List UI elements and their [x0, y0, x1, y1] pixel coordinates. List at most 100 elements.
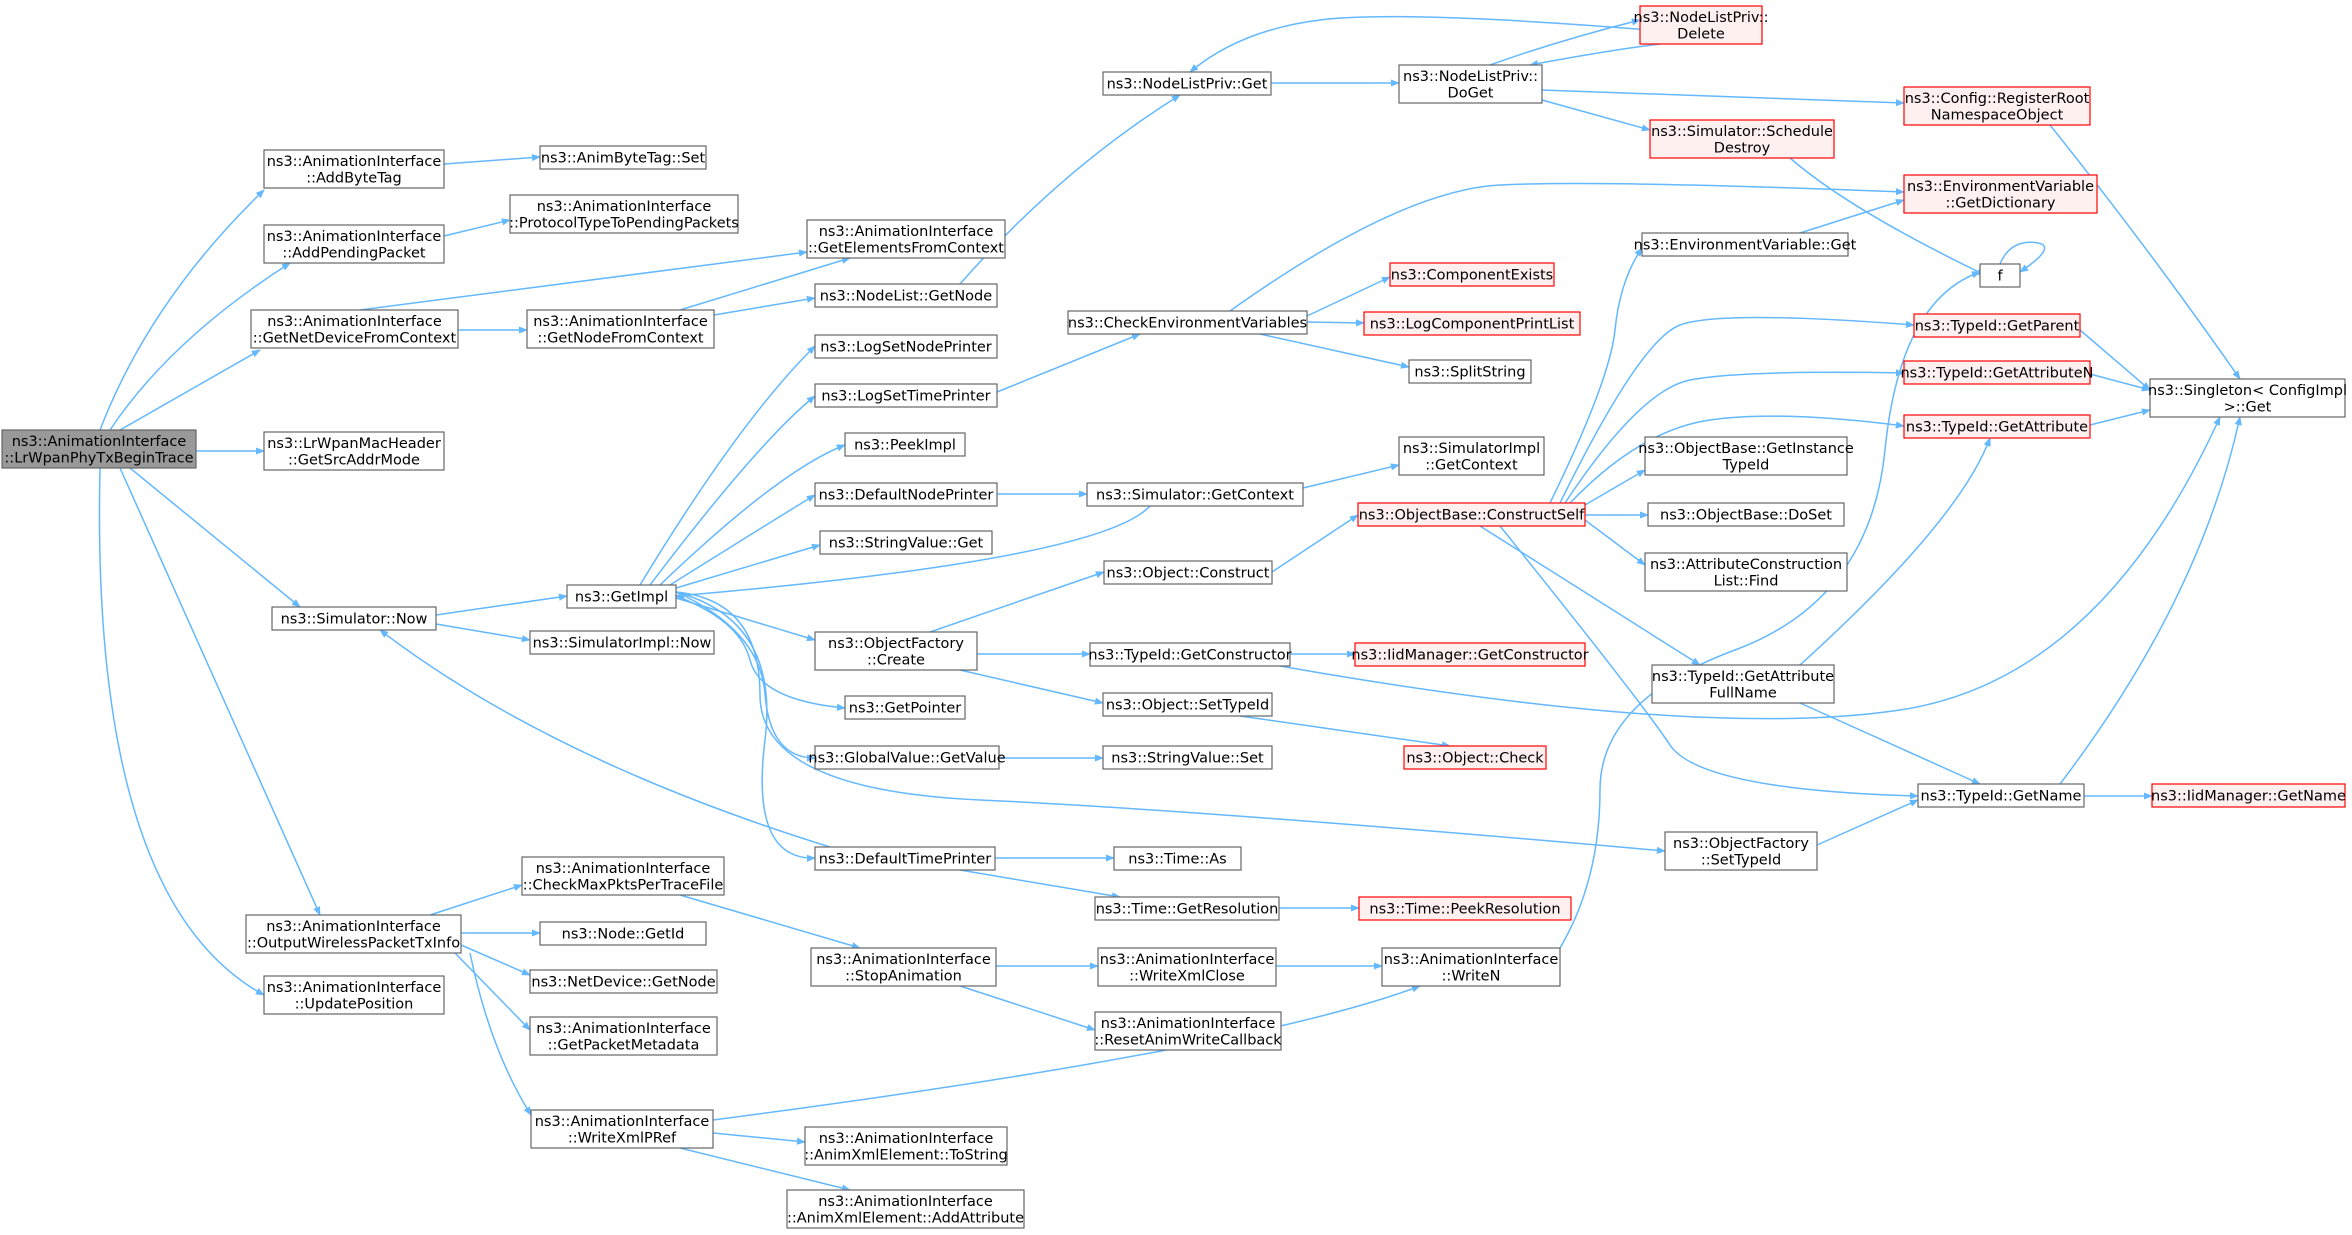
- node-objectSetTypeId[interactable]: ns3::Object::SetTypeId: [1102, 692, 1273, 717]
- edge-outputWirelessPacketTxInfo-to-writeXmlPRef: [469, 952, 532, 1116]
- edge-typeIdGetAttributeFullName-to-typeIdGetName: [1799, 702, 1981, 785]
- node-nodeListGetNode[interactable]: ns3::NodeList::GetNode: [814, 283, 998, 308]
- node-box: [1649, 119, 1835, 159]
- node-f[interactable]: f: [1979, 263, 2021, 288]
- node-envVarGetDictionary[interactable]: ns3::EnvironmentVariable::GetDictionary: [1903, 174, 2098, 214]
- node-componentExists[interactable]: ns3::ComponentExists: [1389, 262, 1555, 287]
- node-defaultTimePrinter[interactable]: ns3::DefaultTimePrinter: [814, 846, 996, 871]
- node-envVarGet[interactable]: ns3::EnvironmentVariable::Get: [1634, 232, 1857, 257]
- node-label: ::SetTypeId: [1701, 852, 1781, 868]
- node-splitString[interactable]: ns3::SplitString: [1408, 359, 1532, 384]
- node-objectCheck[interactable]: ns3::Object::Check: [1403, 745, 1547, 770]
- node-box: [1357, 502, 1586, 527]
- node-box: [1389, 262, 1555, 287]
- node-timeGetResolution[interactable]: ns3::Time::GetResolution: [1094, 896, 1280, 921]
- node-timePeekResolution[interactable]: ns3::Time::PeekResolution: [1358, 896, 1572, 921]
- node-outputWirelessPacketTxInfo[interactable]: ns3::AnimationInterface::OutputWirelessP…: [245, 914, 462, 954]
- node-label: ns3::LogComponentPrintList: [1370, 317, 1575, 333]
- node-simulatorGetContext[interactable]: ns3::Simulator::GetContext: [1086, 482, 1304, 507]
- node-simulatorImplGetContext[interactable]: ns3::SimulatorImpl::GetContext: [1398, 436, 1545, 476]
- node-addPendingPacket[interactable]: ns3::AnimationInterface::AddPendingPacke…: [263, 224, 445, 264]
- edge-objectFactoryCreate-to-objectSetTypeId: [959, 669, 1104, 705]
- node-stopAnimation[interactable]: ns3::AnimationInterface::StopAnimation: [810, 947, 997, 987]
- node-nodeGetId[interactable]: ns3::Node::GetId: [539, 921, 707, 946]
- node-defaultNodePrinter[interactable]: ns3::DefaultNodePrinter: [814, 482, 998, 507]
- node-label: ::GetNodeFromContext: [537, 330, 703, 346]
- edge-nodeListPrivDoGet-to-simulatorScheduleDestroy: [1541, 99, 1651, 132]
- node-label: ns3::GlobalValue::GetValue: [808, 751, 1005, 767]
- node-globalValueGetValue[interactable]: ns3::GlobalValue::GetValue: [808, 745, 1006, 770]
- node-timeAs[interactable]: ns3::Time::As: [1113, 846, 1242, 871]
- node-label: ns3::DefaultNodePrinter: [819, 488, 994, 504]
- node-objectConstruct[interactable]: ns3::Object::Construct: [1103, 560, 1273, 585]
- node-box: [2149, 378, 2346, 418]
- node-netDeviceGetNode[interactable]: ns3::NetDevice::GetNode: [529, 969, 718, 994]
- node-box: [806, 219, 1006, 259]
- node-nodeListPrivDoGet[interactable]: ns3::NodeListPriv::DoGet: [1398, 64, 1543, 104]
- node-logComponentPrintList[interactable]: ns3::LogComponentPrintList: [1363, 311, 1581, 336]
- node-typeIdGetAttributeN[interactable]: ns3::TypeId::GetAttributeN: [1900, 360, 2094, 385]
- node-getPacketMetadata[interactable]: ns3::AnimationInterface::GetPacketMetada…: [529, 1016, 718, 1056]
- edge-objectBaseConstructSelf-to-attrConstructionListFind: [1584, 519, 1646, 566]
- node-typeIdGetName[interactable]: ns3::TypeId::GetName: [1917, 783, 2085, 808]
- node-checkMaxPkts[interactable]: ns3::AnimationInterface::CheckMaxPktsPer…: [521, 856, 725, 896]
- node-lrWpanGetSrcAddrMode[interactable]: ns3::LrWpanMacHeader::GetSrcAddrMode: [263, 431, 445, 471]
- node-label: ns3::Simulator::GetContext: [1096, 488, 1294, 504]
- node-singletonGet[interactable]: ns3::Singleton< ConfigImpl >::Get: [2148, 378, 2347, 418]
- edge-root-to-getNetDeviceFromContext: [119, 349, 261, 431]
- node-getImpl[interactable]: ns3::GetImpl: [566, 584, 677, 609]
- node-typeIdGetConstructor[interactable]: ns3::TypeId::GetConstructor: [1088, 642, 1292, 667]
- node-logSetNodePrinter[interactable]: ns3::LogSetNodePrinter: [814, 334, 998, 359]
- node-writeXmlClose[interactable]: ns3::AnimationInterface::WriteXmlClose: [1097, 947, 1277, 987]
- node-objectBaseDoSet[interactable]: ns3::ObjectBase::DoSet: [1647, 502, 1845, 527]
- edge-getImpl-to-peekImpl: [659, 444, 846, 586]
- node-stringValueGet[interactable]: ns3::StringValue::Get: [819, 530, 993, 555]
- node-objectFactorySetTypeId[interactable]: ns3::ObjectFactory::SetTypeId: [1664, 831, 1818, 871]
- node-iidManagerGetConstructor[interactable]: ns3::IidManager::GetConstructor: [1351, 642, 1589, 667]
- node-animByteTagSet[interactable]: ns3::AnimByteTag::Set: [539, 145, 707, 170]
- node-addByteTag[interactable]: ns3::AnimationInterface::AddByteTag: [263, 149, 445, 189]
- node-box: [521, 856, 725, 896]
- node-logSetTimePrinter[interactable]: ns3::LogSetTimePrinter: [814, 383, 998, 408]
- node-animXmlAddAttribute[interactable]: ns3::AnimationInterface::AnimXmlElement:…: [786, 1189, 1025, 1229]
- node-resetAnimWriteCallback[interactable]: ns3::AnimationInterface::ResetAnimWriteC…: [1094, 1011, 1282, 1051]
- node-stringValueSet[interactable]: ns3::StringValue::Set: [1102, 745, 1273, 770]
- node-nodeListPrivGet[interactable]: ns3::NodeListPriv::Get: [1102, 71, 1272, 96]
- node-simulatorNow[interactable]: ns3::Simulator::Now: [271, 606, 437, 631]
- node-getNetDeviceFromContext[interactable]: ns3::AnimationInterface::GetNetDeviceFro…: [250, 309, 459, 349]
- node-label: ns3::StringValue::Get: [829, 536, 984, 552]
- node-objectBaseConstructSelf[interactable]: ns3::ObjectBase::ConstructSelf: [1357, 502, 1586, 527]
- edge-objectBaseConstructSelf-to-typeIdGetAttributeN: [1564, 369, 1905, 504]
- node-getNodeFromContext[interactable]: ns3::AnimationInterface::GetNodeFromCont…: [526, 309, 715, 349]
- node-nodeListPrivDelete[interactable]: ns3::NodeListPriv::Delete: [1634, 5, 1769, 45]
- node-writeXmlPRef[interactable]: ns3::AnimationInterface::WriteXmlPRef: [530, 1109, 714, 1149]
- node-animXmlToString[interactable]: ns3::AnimationInterface::AnimXmlElement:…: [804, 1126, 1008, 1166]
- node-writeN[interactable]: ns3::AnimationInterface::WriteN: [1381, 947, 1561, 987]
- node-checkEnvVars[interactable]: ns3::CheckEnvironmentVariables: [1067, 310, 1308, 335]
- node-typeIdGetAttribute[interactable]: ns3::TypeId::GetAttribute: [1903, 414, 2091, 439]
- edge-simulatorGetContext-to-simulatorImplGetContext: [1302, 463, 1400, 489]
- node-box: [814, 745, 1000, 770]
- node-getElementsFromContext[interactable]: ns3::AnimationInterface::GetElementsFrom…: [806, 219, 1006, 259]
- node-label: ns3::SplitString: [1414, 365, 1525, 381]
- node-updatePosition[interactable]: ns3::AnimationInterface::UpdatePosition: [263, 975, 445, 1015]
- node-box: [245, 914, 462, 954]
- node-box: [814, 631, 978, 671]
- node-label: >::Get: [2224, 399, 2272, 415]
- node-getPointer[interactable]: ns3::GetPointer: [844, 695, 966, 720]
- node-box: [1102, 71, 1272, 96]
- node-root[interactable]: ns3::AnimationInterface::LrWpanPhyTxBegi…: [1, 429, 197, 469]
- node-label: ::AddByteTag: [306, 170, 402, 186]
- node-protocolTypeToPending[interactable]: ns3::AnimationInterface::ProtocolTypeToP…: [509, 194, 739, 234]
- node-objectFactoryCreate[interactable]: ns3::ObjectFactory::Create: [814, 631, 978, 671]
- node-peekImpl[interactable]: ns3::PeekImpl: [844, 432, 966, 457]
- node-typeIdGetParent[interactable]: ns3::TypeId::GetParent: [1913, 313, 2081, 338]
- node-iidManagerGetName[interactable]: ns3::IidManager::GetName: [2151, 783, 2346, 808]
- node-simulatorImplNow[interactable]: ns3::SimulatorImpl::Now: [529, 630, 715, 655]
